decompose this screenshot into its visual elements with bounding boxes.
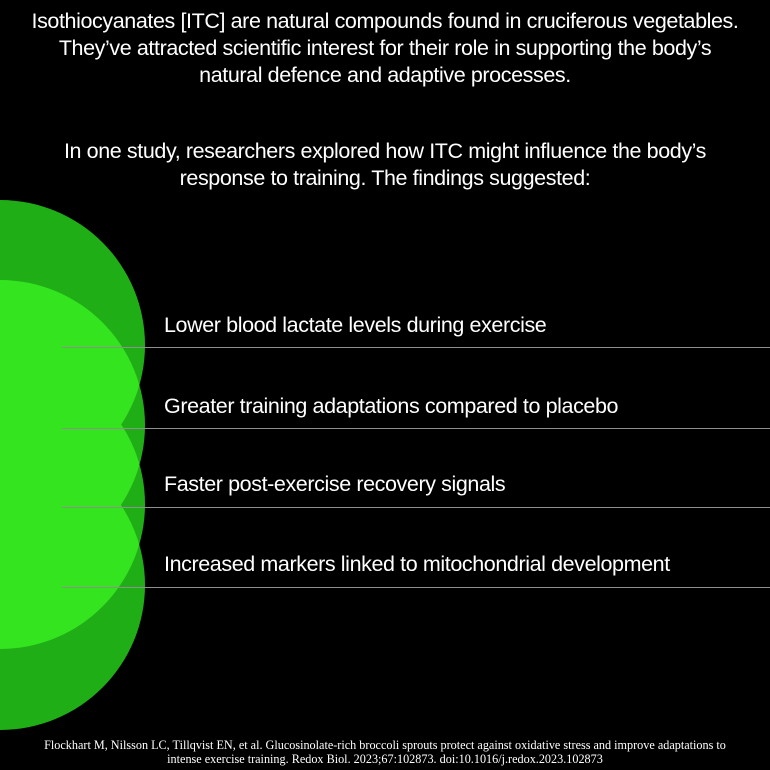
study-intro-paragraph: In one study, researchers explored how I…: [63, 139, 707, 190]
overlap-lens-3: [0, 440, 145, 649]
finding-item-3: Faster post-exercise recovery signals: [164, 472, 506, 496]
divider-3: [62, 507, 770, 508]
overlap-lens-2: [0, 359, 145, 570]
finding-item-2: Greater training adaptations compared to…: [164, 394, 619, 418]
divider-4: [62, 587, 770, 588]
divider-1: [62, 347, 770, 348]
finding-item-1: Lower blood lactate levels during exerci…: [164, 313, 547, 337]
overlap-lens-1: [0, 280, 145, 490]
circle-group: [0, 200, 145, 730]
citation-text: Flockhart M, Nilsson LC, Tillqvist EN, e…: [44, 738, 726, 766]
finding-item-4: Increased markers linked to mitochondria…: [164, 552, 670, 576]
divider-2: [62, 428, 770, 429]
intro-paragraph: Isothiocyanates [ITC] are natural compou…: [31, 9, 739, 87]
